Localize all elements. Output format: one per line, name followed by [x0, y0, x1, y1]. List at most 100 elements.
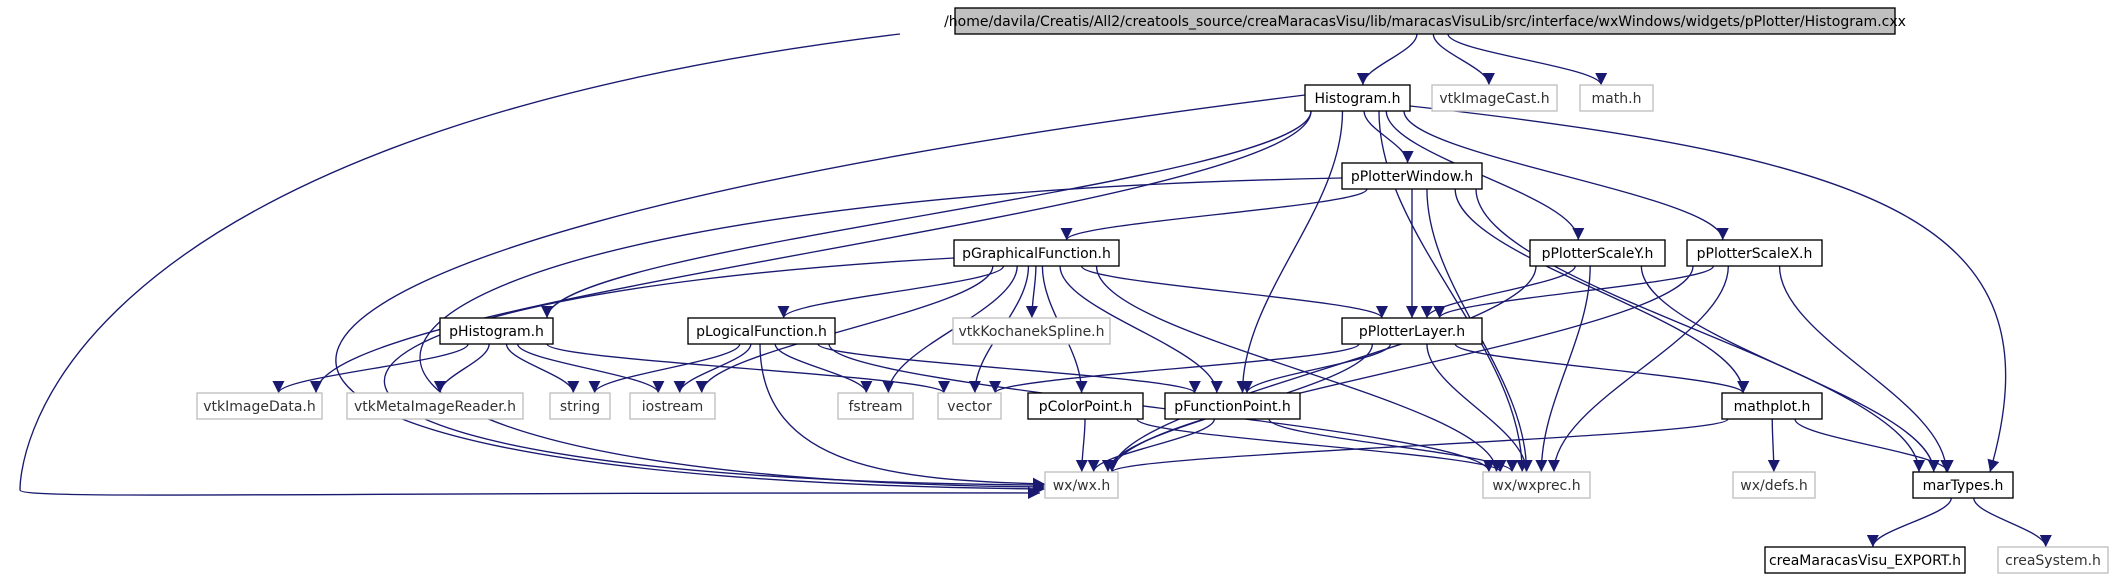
edge-pPlotterScaleY-to-pPlotterLayer	[1420, 265, 1576, 319]
node-box-vtkImageCast	[1431, 84, 1558, 112]
node-box-pHistogram	[439, 317, 554, 345]
edge-pLogicalFunction-to-fstream	[774, 343, 873, 394]
node-label-marTypes: marTypes.h	[1923, 478, 2004, 494]
node-label-iostream: iostream	[642, 399, 704, 415]
node-pGraphicalFunction[interactable]: pGraphicalFunction.h	[953, 239, 1120, 267]
edge-pHistogram-to-iostream	[516, 343, 665, 394]
node-pLogicalFunction[interactable]: pLogicalFunction.h	[687, 317, 836, 345]
edge-pPlotterScaleX-to-marTypes	[1778, 265, 1953, 473]
edge-histogram_h-to-pHistogram	[541, 110, 1312, 319]
node-label-vtkKochanekSpline: vtkKochanekSpline.h	[958, 324, 1104, 340]
edge-pHistogram-to-vtkImageData	[272, 343, 469, 394]
node-string: string	[549, 392, 611, 420]
node-label-vtkImageData: vtkImageData.h	[203, 399, 315, 415]
node-vtkImageData: vtkImageData.h	[196, 392, 323, 420]
edge-pLogicalFunction-to-wx_wx	[759, 343, 1046, 490]
node-iostream: iostream	[629, 392, 716, 420]
node-creaMaracasVisu_EXPORT[interactable]: creaMaracasVisu_EXPORT.h	[1764, 546, 1966, 574]
node-math: math.h	[1579, 84, 1654, 112]
edge-root-to-histogram_h	[1356, 33, 1418, 86]
edge-pColorPoint-to-wx_wxprec	[1136, 418, 1507, 473]
node-histogram_h[interactable]: Histogram.h	[1304, 84, 1411, 112]
node-box-creaMaracasVisu_EXPORT	[1764, 546, 1966, 574]
edge-pHistogram-to-vtkMetaImageReader	[433, 343, 490, 394]
node-pPlotterScaleY[interactable]: pPlotterScaleY.h	[1529, 239, 1666, 267]
node-box-vtkMetaImageReader	[346, 392, 524, 420]
edge-pPlotterLayer-to-pFunctionPoint	[1240, 343, 1392, 394]
edge-pPlotterScaleY-to-wx_wx	[1105, 265, 1537, 473]
edge-pGraphicalFunction-to-pFunctionPoint	[1059, 265, 1223, 394]
node-marTypes[interactable]: marTypes.h	[1912, 471, 2014, 499]
node-pFunctionPoint[interactable]: pFunctionPoint.h	[1164, 392, 1301, 420]
edge-pPlotterWindow-to-pGraphicalFunction	[1060, 188, 1368, 241]
node-label-vtkMetaImageReader: vtkMetaImageReader.h	[354, 399, 516, 415]
edge-histogram_h-to-wx_wxprec	[1378, 110, 1529, 473]
edge-mathplot-to-marTypes	[1794, 418, 1954, 473]
node-fstream: fstream	[837, 392, 914, 420]
node-label-pPlotterScaleY: pPlotterScaleY.h	[1542, 246, 1654, 262]
node-vtkKochanekSpline: vtkKochanekSpline.h	[952, 317, 1111, 345]
node-box-pPlotterLayer	[1341, 317, 1483, 345]
node-box-pGraphicalFunction	[953, 239, 1120, 267]
edge-pGraphicalFunction-to-pPlotterLayer	[1080, 265, 1388, 319]
node-box-pColorPoint	[1027, 392, 1144, 420]
edge-histogram_h-to-pFunctionPoint	[1236, 110, 1344, 394]
node-box-histogram_h	[1304, 84, 1411, 112]
node-pColorPoint[interactable]: pColorPoint.h	[1027, 392, 1144, 420]
node-box-wx_defs	[1732, 471, 1816, 499]
node-box-wx_wxprec	[1482, 471, 1591, 499]
node-box-math	[1579, 84, 1654, 112]
edge-root-to-vtkImageCast	[1432, 33, 1495, 86]
node-pHistogram[interactable]: pHistogram.h	[439, 317, 554, 345]
node-pPlotterScaleX[interactable]: pPlotterScaleX.h	[1686, 239, 1823, 267]
edge-pGraphicalFunction-to-vtkKochanekSpline	[1025, 265, 1038, 319]
edge-pGraphicalFunction-to-iostream	[695, 265, 994, 394]
node-label-mathplot: mathplot.h	[1734, 399, 1811, 415]
node-label-pGraphicalFunction: pGraphicalFunction.h	[962, 246, 1111, 262]
node-pPlotterWindow[interactable]: pPlotterWindow.h	[1341, 162, 1483, 190]
node-box-vector	[937, 392, 1002, 420]
edge-pPlotterScaleX-to-pPlotterLayer	[1433, 265, 1715, 319]
node-label-wx_defs: wx/defs.h	[1740, 478, 1808, 494]
node-mathplot[interactable]: mathplot.h	[1721, 392, 1823, 420]
node-pPlotterLayer[interactable]: pPlotterLayer.h	[1341, 317, 1483, 345]
node-box-pFunctionPoint	[1164, 392, 1301, 420]
node-creaSystem: creaSystem.h	[1997, 546, 2109, 574]
node-label-wx_wx: wx/wx.h	[1053, 478, 1111, 494]
node-label-fstream: fstream	[849, 399, 903, 415]
edge-pPlotterLayer-to-wx_wxprec	[1426, 343, 1533, 473]
node-box-marTypes	[1912, 471, 2014, 499]
node-box-pPlotterScaleY	[1529, 239, 1666, 267]
node-label-string: string	[560, 399, 600, 415]
edge-mathplot-to-wx_defs	[1767, 418, 1780, 473]
node-box-root	[954, 7, 1896, 35]
node-wx_defs: wx/defs.h	[1732, 471, 1816, 499]
node-box-pLogicalFunction	[687, 317, 836, 345]
edge-histogram_h-to-wx_wx	[335, 94, 1306, 495]
node-label-histogram_h: Histogram.h	[1315, 91, 1401, 107]
node-label-pColorPoint: pColorPoint.h	[1039, 399, 1133, 415]
edge-pPlotterWindow-to-marTypes	[1475, 188, 1926, 473]
edge-pLogicalFunction-to-string	[588, 343, 741, 394]
node-label-math: math.h	[1592, 91, 1642, 107]
edge-histogram_h-to-marTypes	[1409, 105, 2007, 473]
node-label-vtkImageCast: vtkImageCast.h	[1439, 91, 1549, 107]
node-label-pPlotterScaleX: pPlotterScaleX.h	[1697, 246, 1813, 262]
node-box-pPlotterWindow	[1341, 162, 1483, 190]
node-label-pPlotterLayer: pPlotterLayer.h	[1359, 324, 1465, 340]
node-box-iostream	[629, 392, 716, 420]
node-label-creaMaracasVisu_EXPORT: creaMaracasVisu_EXPORT.h	[1769, 553, 1961, 569]
edge-root-to-wx_wx	[19, 33, 1041, 500]
node-box-pPlotterScaleX	[1686, 239, 1823, 267]
edge-pLogicalFunction-to-iostream	[673, 343, 752, 394]
node-box-fstream	[837, 392, 914, 420]
edge-pPlotterWindow-to-wx_wx	[419, 177, 1343, 493]
edges-layer	[19, 33, 2052, 548]
edge-pPlotterLayer-to-vector	[989, 343, 1360, 394]
edge-pPlotterScaleY-to-wx_wxprec	[1535, 265, 1591, 473]
node-root[interactable]: /home/davila/Creatis/All2/creatools_sour…	[944, 7, 1906, 35]
node-box-vtkImageData	[196, 392, 323, 420]
node-label-pPlotterWindow: pPlotterWindow.h	[1351, 169, 1473, 185]
node-label-creaSystem: creaSystem.h	[2005, 553, 2101, 569]
